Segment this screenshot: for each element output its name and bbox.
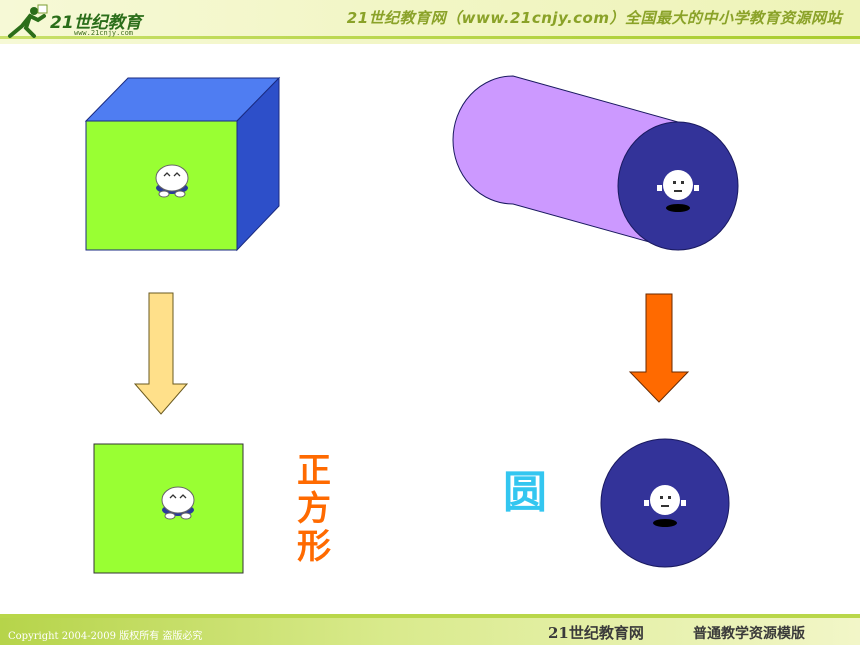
label-square-char: 正 bbox=[297, 451, 331, 491]
down-arrow-left-icon bbox=[133, 292, 189, 415]
logo-url: www.21cnjy.com bbox=[74, 29, 134, 37]
footer-template-name: 普通教学资源模版 bbox=[693, 626, 805, 642]
mascot-face-icon bbox=[161, 486, 195, 520]
down-arrow-right-icon bbox=[628, 293, 690, 403]
label-square: 正 方 形 bbox=[292, 452, 336, 566]
label-square-char: 形 bbox=[297, 527, 331, 567]
circle-face[interactable] bbox=[600, 438, 730, 568]
site-logo[interactable]: 21世纪教育 www.21cnjy.com bbox=[4, 2, 194, 42]
runner-logo-icon bbox=[8, 4, 48, 38]
cube-with-mascot[interactable] bbox=[84, 76, 281, 252]
footer-divider bbox=[0, 614, 860, 618]
header-tagline: 21世纪教育网（www.21cnjy.com）全国最大的中小学教育资源网站 bbox=[346, 9, 842, 27]
footer-bar bbox=[0, 618, 860, 645]
label-circle: 圆 bbox=[503, 467, 547, 518]
mascot-face-icon bbox=[155, 164, 189, 198]
cylinder-with-mascot[interactable] bbox=[452, 75, 739, 251]
copyright-text: Copyright 2004-2009 版权所有 盗版必究 bbox=[8, 631, 203, 642]
logo-text: 21世纪教育 bbox=[50, 13, 142, 33]
square-face[interactable] bbox=[93, 443, 244, 574]
footer-brand[interactable]: 21世纪教育网 bbox=[548, 624, 644, 642]
label-square-char: 方 bbox=[297, 489, 331, 529]
header-divider bbox=[0, 36, 860, 39]
